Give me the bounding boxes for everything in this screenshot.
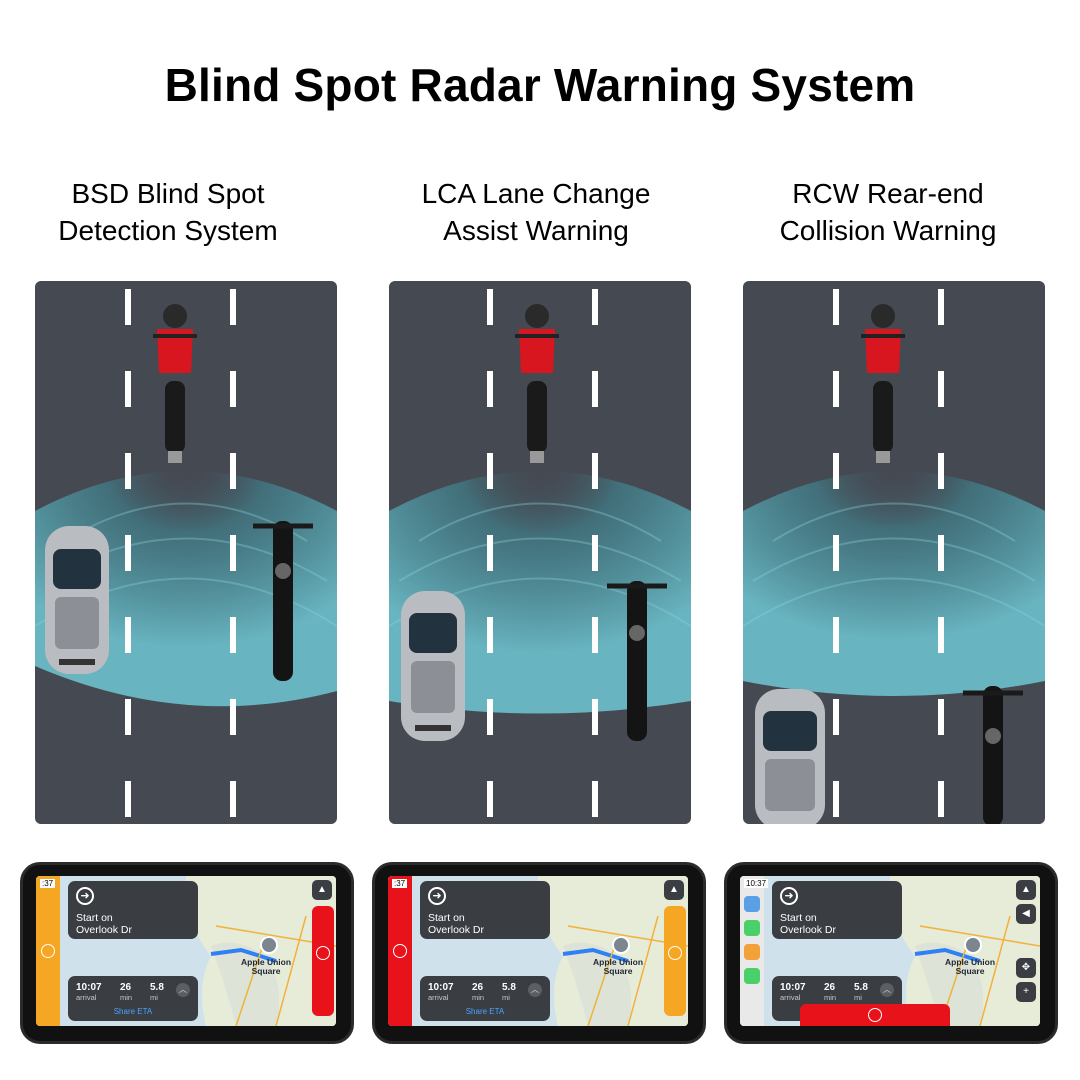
bottom-alert-bar bbox=[800, 1004, 950, 1026]
turn-arrow-icon: ➜ bbox=[428, 887, 446, 905]
turn-arrow-icon: ➜ bbox=[76, 887, 94, 905]
rider-motorcycle bbox=[515, 304, 559, 463]
zoom-in-button[interactable]: + bbox=[1016, 982, 1036, 1002]
bsd-title: BSD Blind Spot Detection System bbox=[8, 175, 328, 249]
rcw-title-line2: Collision Warning bbox=[779, 215, 997, 246]
rcw-road-illustration bbox=[743, 281, 1045, 824]
page-title: Blind Spot Radar Warning System bbox=[164, 59, 916, 111]
left-alert-bar bbox=[388, 876, 412, 1026]
rcw-title: RCW Rear-end Collision Warning bbox=[728, 175, 1048, 249]
rider-motorcycle bbox=[153, 304, 197, 463]
radar-zone bbox=[743, 471, 1045, 696]
lca-device: :37 ➜ Start on Overlook Dr Apple Union S… bbox=[372, 862, 706, 1044]
music-app-icon[interactable] bbox=[744, 944, 760, 960]
rcw-device: 10:37 ➜ Start on Overlook Dr Apple Union… bbox=[724, 862, 1058, 1044]
arrival-time: 10:07 arrival bbox=[780, 982, 806, 1002]
trip-minutes: 26 min bbox=[120, 982, 133, 1002]
radar-zone bbox=[35, 471, 337, 707]
nav-instruction-line1: Start on bbox=[76, 912, 113, 924]
bsd-title-line1: BSD Blind Spot bbox=[71, 178, 265, 209]
nav-instruction-line2: Overlook Dr bbox=[76, 924, 133, 936]
radar-alert-icon bbox=[393, 944, 407, 958]
nav-instruction-line1: Start on bbox=[780, 912, 817, 924]
phone-app-icon[interactable] bbox=[744, 920, 760, 936]
poi-label: Apple Union Square bbox=[945, 957, 996, 976]
compass-icon[interactable]: ▲ bbox=[664, 880, 684, 900]
share-eta-button[interactable]: Share ETA bbox=[465, 1007, 505, 1016]
trip-minutes: 26 min bbox=[472, 982, 485, 1002]
chevron-up-icon[interactable]: ︿ bbox=[176, 983, 190, 997]
right-alert-bar bbox=[664, 906, 686, 1016]
eta-card[interactable]: 10:07 arrival 26 min 5.8 mi ︿ Share ETA bbox=[68, 976, 198, 1021]
lca-title: LCA Lane Change Assist Warning bbox=[376, 175, 696, 249]
motorcycle-right bbox=[253, 521, 313, 681]
car-left bbox=[45, 526, 109, 674]
arrival-time: 10:07 arrival bbox=[428, 982, 454, 1002]
trip-minutes: 26 min bbox=[824, 982, 837, 1002]
bsd-title-line2: Detection System bbox=[58, 215, 278, 246]
nav-instruction-card[interactable]: ➜ Start on Overlook Dr bbox=[420, 881, 550, 939]
nav-instruction-card[interactable]: ➜ Start on Overlook Dr bbox=[68, 881, 198, 939]
radar-alert-icon bbox=[868, 1008, 882, 1022]
eta-card[interactable]: 10:07 arrival 26 min 5.8 mi ︿ Share ETA bbox=[420, 976, 550, 1021]
device-screen: 10:37 ➜ Start on Overlook Dr Apple Union… bbox=[740, 876, 1040, 1026]
turn-arrow-icon: ➜ bbox=[780, 887, 798, 905]
app-dock bbox=[740, 876, 764, 1026]
chevron-up-icon[interactable]: ︿ bbox=[880, 983, 894, 997]
lca-title-line2: Assist Warning bbox=[443, 215, 629, 246]
chevron-up-icon[interactable]: ︿ bbox=[528, 983, 542, 997]
clock: :37 bbox=[392, 879, 408, 888]
radar-alert-icon bbox=[668, 946, 682, 960]
apple-store-pin-icon[interactable] bbox=[260, 936, 278, 954]
volume-icon[interactable]: ◀ bbox=[1016, 904, 1036, 924]
clock: 10:37 bbox=[744, 879, 769, 888]
trip-distance: 5.8 mi bbox=[854, 982, 868, 1002]
apple-store-pin-icon[interactable] bbox=[612, 936, 630, 954]
nav-instruction-line1: Start on bbox=[428, 912, 465, 924]
compass-icon[interactable]: ▲ bbox=[312, 880, 332, 900]
pan-icon[interactable]: ✥ bbox=[1016, 958, 1036, 978]
messages-app-icon[interactable] bbox=[744, 968, 760, 984]
lca-road-illustration bbox=[389, 281, 691, 824]
trip-distance: 5.8 mi bbox=[150, 982, 164, 1002]
maps-app-icon[interactable] bbox=[744, 896, 760, 912]
apple-store-pin-icon[interactable] bbox=[964, 936, 982, 954]
bsd-road-scene bbox=[35, 289, 337, 817]
motorcycle-right bbox=[963, 686, 1023, 824]
radar-alert-icon bbox=[41, 944, 55, 958]
motorcycle-right bbox=[607, 581, 667, 741]
radar-alert-icon bbox=[316, 946, 330, 960]
device-screen: :37 ➜ Start on Overlook Dr Apple Union S… bbox=[388, 876, 688, 1026]
share-eta-button[interactable]: Share ETA bbox=[113, 1007, 153, 1016]
rcw-road-scene bbox=[743, 289, 1045, 824]
nav-instruction-line2: Overlook Dr bbox=[780, 924, 837, 936]
car-left bbox=[401, 591, 465, 741]
trip-distance: 5.8 mi bbox=[502, 982, 516, 1002]
compass-icon[interactable]: ▲ bbox=[1016, 880, 1036, 900]
lca-road-scene bbox=[389, 289, 691, 817]
arrival-time: 10:07 arrival bbox=[76, 982, 102, 1002]
device-screen: :37 ➜ Start on Overlook Dr Apple Union S… bbox=[36, 876, 336, 1026]
bsd-road-illustration bbox=[35, 281, 337, 824]
nav-instruction-card[interactable]: ➜ Start on Overlook Dr bbox=[772, 881, 902, 939]
car-left bbox=[755, 689, 825, 824]
nav-instruction-line2: Overlook Dr bbox=[428, 924, 485, 936]
clock: :37 bbox=[40, 879, 56, 888]
rcw-title-line1: RCW Rear-end bbox=[792, 178, 984, 209]
poi-label: Apple Union Square bbox=[241, 957, 292, 976]
left-alert-bar bbox=[36, 876, 60, 1026]
lca-title-line1: LCA Lane Change bbox=[421, 178, 651, 209]
bsd-device: :37 ➜ Start on Overlook Dr Apple Union S… bbox=[20, 862, 354, 1044]
poi-label: Apple Union Square bbox=[593, 957, 644, 976]
rider-motorcycle bbox=[861, 304, 905, 463]
right-alert-bar bbox=[312, 906, 334, 1016]
